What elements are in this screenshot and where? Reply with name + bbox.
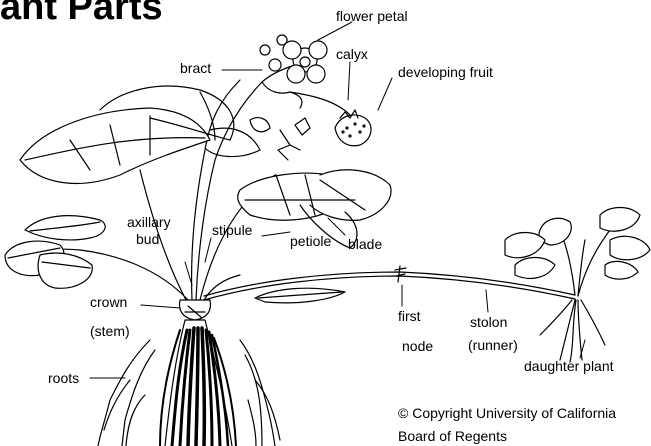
first-node-drawing	[395, 266, 406, 282]
label-node: node	[402, 338, 433, 354]
label-roots: roots	[48, 370, 79, 386]
label-first: first	[398, 308, 421, 324]
label-stipule: stipule	[212, 222, 252, 238]
label-crown: crown	[90, 294, 127, 310]
label-runner: (runner)	[468, 337, 518, 353]
label-daughter-plant: daughter plant	[524, 358, 614, 374]
label-developing-fruit: developing fruit	[398, 64, 493, 80]
developing-fruit-drawing	[335, 110, 371, 146]
label-bract: bract	[180, 60, 211, 76]
label-petiole: petiole	[290, 233, 331, 249]
label-blade: blade	[348, 236, 382, 252]
label-axillary: axillary	[127, 214, 171, 230]
calyx-stem-drawing	[290, 92, 350, 115]
label-stem: (stem)	[90, 323, 130, 339]
crown-drawing	[180, 300, 211, 320]
copyright-line-1: © Copyright University of California	[398, 405, 616, 421]
diagram-title: ant Parts	[0, 0, 163, 29]
label-flower-petal: flower petal	[336, 8, 408, 24]
label-calyx: calyx	[336, 46, 368, 62]
daughter-plant-drawing	[505, 208, 650, 363]
copyright-line-2: Board of Regents	[398, 428, 507, 444]
large-leaf-left-drawing	[20, 86, 260, 183]
label-stolon: stolon	[470, 314, 507, 330]
label-bud: bud	[136, 231, 159, 247]
